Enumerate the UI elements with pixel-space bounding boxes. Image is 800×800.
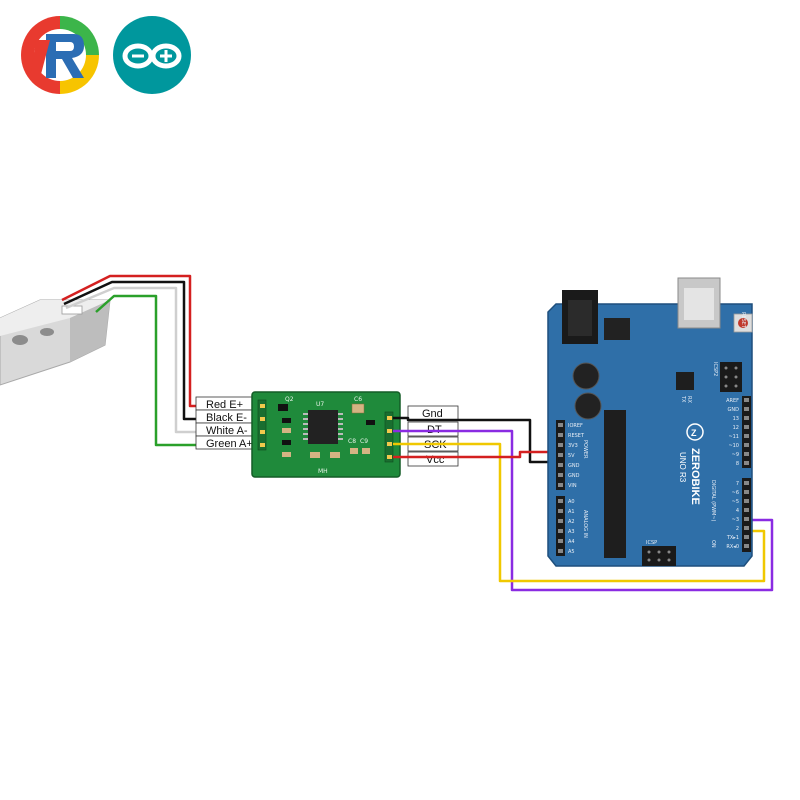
pin-label: TX▸1 <box>726 535 739 541</box>
label-white: White A- <box>206 425 248 437</box>
pin-label: A2 <box>568 519 575 525</box>
c9-ref: C9 <box>360 438 368 445</box>
pin-label: 3V3 <box>568 443 578 449</box>
label-red: Red E+ <box>206 399 243 411</box>
pin-label: 5V <box>568 453 575 459</box>
pin-label: IOREF <box>568 423 583 429</box>
hx711-left-header <box>257 399 267 451</box>
pin-label: ~9 <box>732 452 739 458</box>
board-mark: MH <box>318 468 328 475</box>
pin-label: 13 <box>733 416 739 422</box>
q-ref: Q2 <box>285 396 294 403</box>
pin-label: ~5 <box>732 499 739 505</box>
pin-label: ~10 <box>728 443 739 449</box>
tx-label: TX <box>680 395 686 403</box>
pin-label: RESET <box>568 433 585 439</box>
pin-label: 4 <box>736 508 739 514</box>
arduino-wires <box>393 416 774 592</box>
pin-label: VIN <box>568 483 577 489</box>
hx711-right-header <box>384 411 394 463</box>
pin-label: ~11 <box>728 434 739 440</box>
model-text: UNO R3 <box>678 452 687 483</box>
arduino-board: RESET ICSP2 ICSP IOREF RESET 3V3 5V GND GND VI… <box>547 277 753 567</box>
hx711-chip <box>308 410 338 444</box>
pin-label: A5 <box>568 549 575 555</box>
vcc-wire <box>393 450 562 459</box>
power-label: POWER <box>582 440 588 459</box>
analog-label: ANALOG IN <box>582 510 588 538</box>
digital-label: DIGITAL (PWM~) <box>710 480 716 522</box>
icsp-label: ICSP <box>646 540 657 546</box>
pin-label: GND <box>728 407 740 413</box>
c6-ref: C6 <box>354 396 362 403</box>
pin-label: A1 <box>568 509 575 515</box>
dt-wire <box>393 429 774 592</box>
load-cell-labels: Red E+ Black E- White A- Green A+ <box>195 396 255 450</box>
pin-label: ~6 <box>732 490 739 496</box>
pin-label: ~3 <box>732 517 739 523</box>
label-black: Black E- <box>206 412 247 424</box>
pin-label: GND <box>568 473 580 479</box>
pin-label: 8 <box>736 461 739 467</box>
rx-label: RX <box>686 396 692 403</box>
label-green: Green A+ <box>206 438 253 450</box>
load-cell <box>0 299 111 386</box>
pin-label: A3 <box>568 529 575 535</box>
arduino-logo <box>113 16 191 94</box>
brand-text: ZEROBIKE <box>689 448 701 505</box>
pin-label: A0 <box>568 499 575 505</box>
zerobike-board-logo: Z <box>686 423 704 441</box>
c8-ref: C8 <box>348 438 356 445</box>
pin-label: 12 <box>733 425 739 431</box>
gnd-wire <box>393 416 562 464</box>
icsp2-label: ICSP2 <box>712 362 718 376</box>
pin-label: GND <box>568 463 580 469</box>
on-label: ON <box>710 540 716 548</box>
pin-label: RX◂0 <box>726 544 739 550</box>
pin-label: 7 <box>736 481 739 487</box>
sck-wire <box>393 442 766 583</box>
pin-label: AREF <box>726 398 739 404</box>
infinity-icon <box>122 43 182 69</box>
green-wire <box>95 294 260 447</box>
atmega-chip <box>604 410 626 558</box>
zerobike-logo <box>21 16 99 94</box>
pin-label: A4 <box>568 539 575 545</box>
reset-label: RESET <box>740 312 746 329</box>
chip-ref: U7 <box>316 401 324 408</box>
hx711-module: U7 Q2 C6 C8 C9 MH <box>251 391 401 478</box>
pin-label: 2 <box>736 526 739 532</box>
label-gnd: Gnd <box>422 408 443 420</box>
svg-text:Z: Z <box>691 428 697 438</box>
